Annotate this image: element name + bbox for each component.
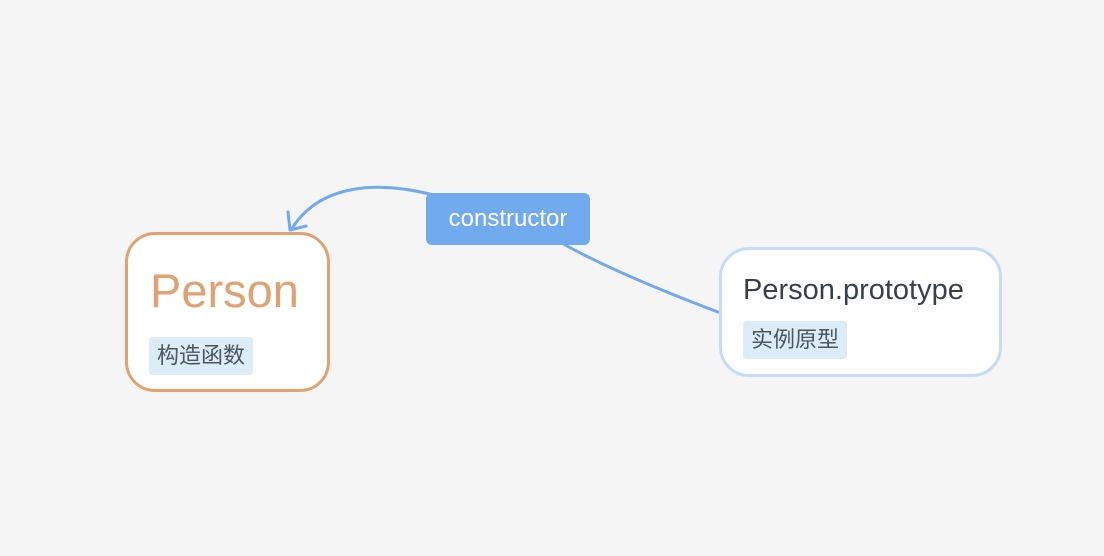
node-title: Person — [150, 264, 299, 317]
node-tag: 构造函数 — [149, 337, 254, 375]
edge-label-constructor[interactable]: constructor — [426, 193, 590, 245]
constructor-edge-curve — [289, 185, 432, 232]
arrowhead-icon — [286, 210, 308, 232]
node-person-prototype[interactable]: Person.prototype 实例原型 — [719, 247, 1002, 377]
constructor-edge-line — [558, 240, 720, 314]
node-title: Person.prototype — [743, 274, 964, 306]
node-tag: 实例原型 — [743, 321, 848, 359]
node-person[interactable]: Person 构造函数 — [125, 232, 330, 392]
